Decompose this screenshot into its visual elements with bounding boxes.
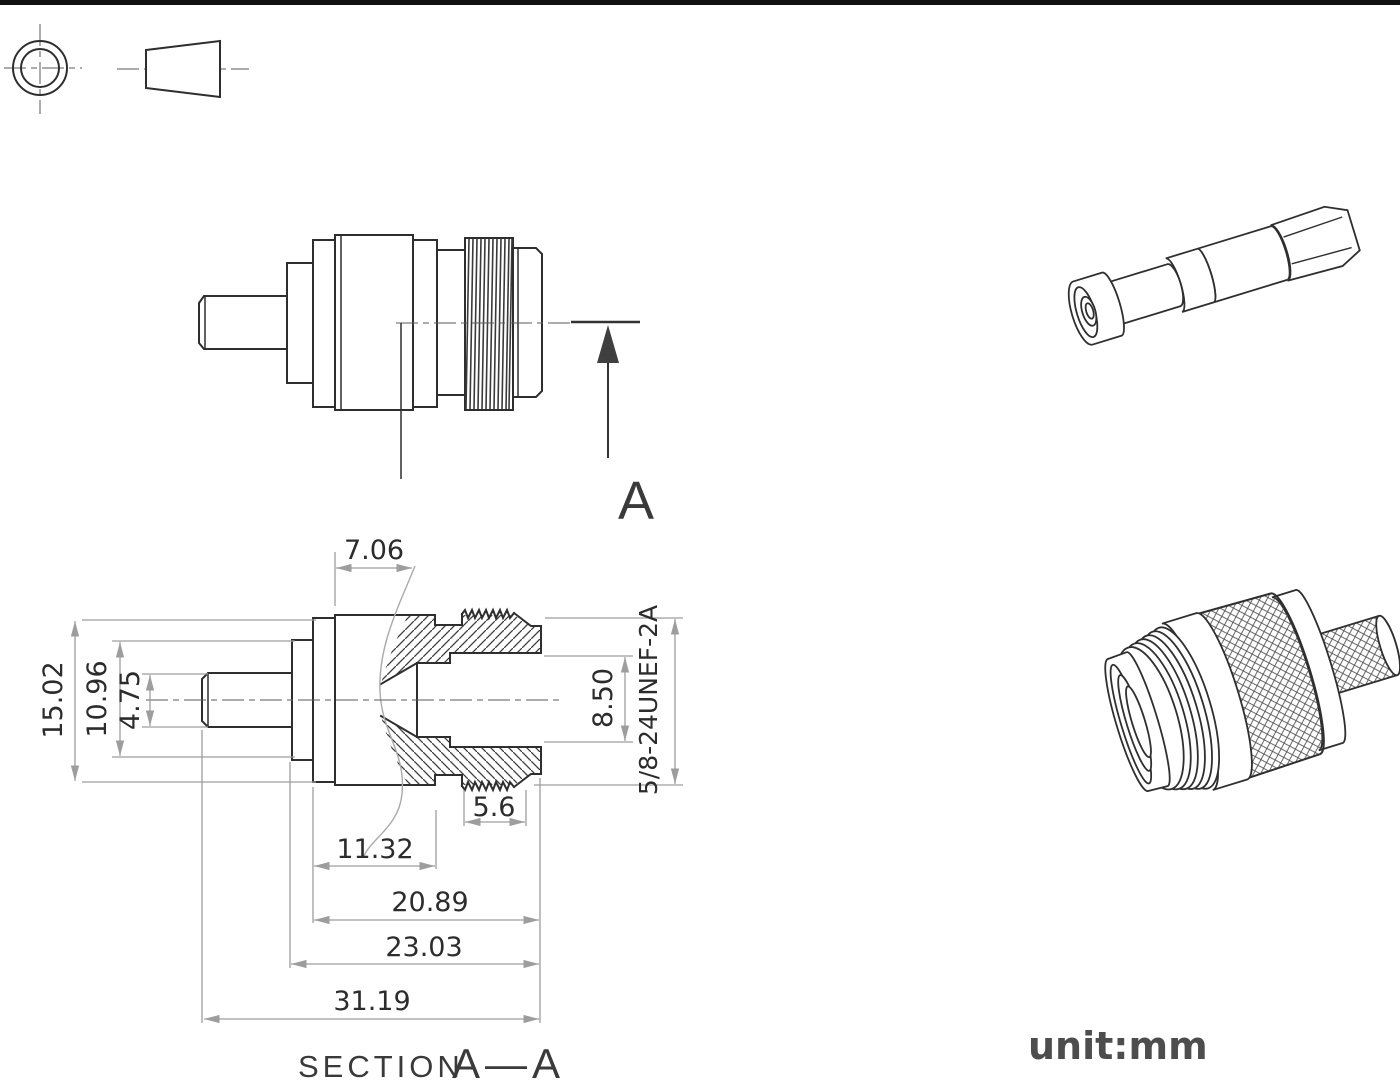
dim-flange-od: 15.02 xyxy=(38,661,69,738)
section-caption-cut: A—A xyxy=(452,1040,565,1086)
center-pin xyxy=(198,295,288,350)
section-hatch xyxy=(381,615,541,785)
connector-side-view xyxy=(198,234,570,479)
top-border-line xyxy=(0,0,1400,5)
dim-thread-len: 5.6 xyxy=(473,792,516,823)
body-step xyxy=(312,239,336,408)
contact-end-view xyxy=(4,24,82,114)
ferrule-side-view xyxy=(117,39,249,99)
cut-arrow-label: A xyxy=(618,471,654,531)
dim-body-front-len: 7.06 xyxy=(344,535,404,566)
dim-pin-od: 4.75 xyxy=(115,670,146,730)
section-view xyxy=(146,565,560,857)
dim-len-overall: 31.19 xyxy=(333,986,410,1017)
connector-3d-view xyxy=(1104,589,1400,792)
unit-label: unit:mm xyxy=(1028,1024,1208,1068)
plug-3d-view xyxy=(1067,205,1361,346)
section-caption: SECTION A—A xyxy=(298,1040,565,1086)
dim-bore-id: 8.50 xyxy=(588,668,619,728)
dim-len-body: 20.89 xyxy=(391,887,468,918)
section-cut-arrow: A xyxy=(571,320,654,531)
dim-thread-spec: 5/8-24UNEF-2A xyxy=(634,605,663,795)
dim-mid-od: 10.96 xyxy=(82,660,113,737)
break-line xyxy=(363,565,416,857)
dim-len-inner: 11.32 xyxy=(336,834,413,865)
thread-lines xyxy=(465,238,513,410)
extension-lines xyxy=(82,552,683,1023)
dimension-lines xyxy=(70,563,680,1024)
arrow-head xyxy=(597,325,619,363)
section-caption-word: SECTION xyxy=(298,1049,464,1084)
dim-len-mid: 23.03 xyxy=(385,932,462,963)
dimensions: 7.06 15.02 10.96 4.75 8.50 5/8-24UNEF-2A… xyxy=(38,535,683,1024)
pin-step xyxy=(286,262,314,384)
